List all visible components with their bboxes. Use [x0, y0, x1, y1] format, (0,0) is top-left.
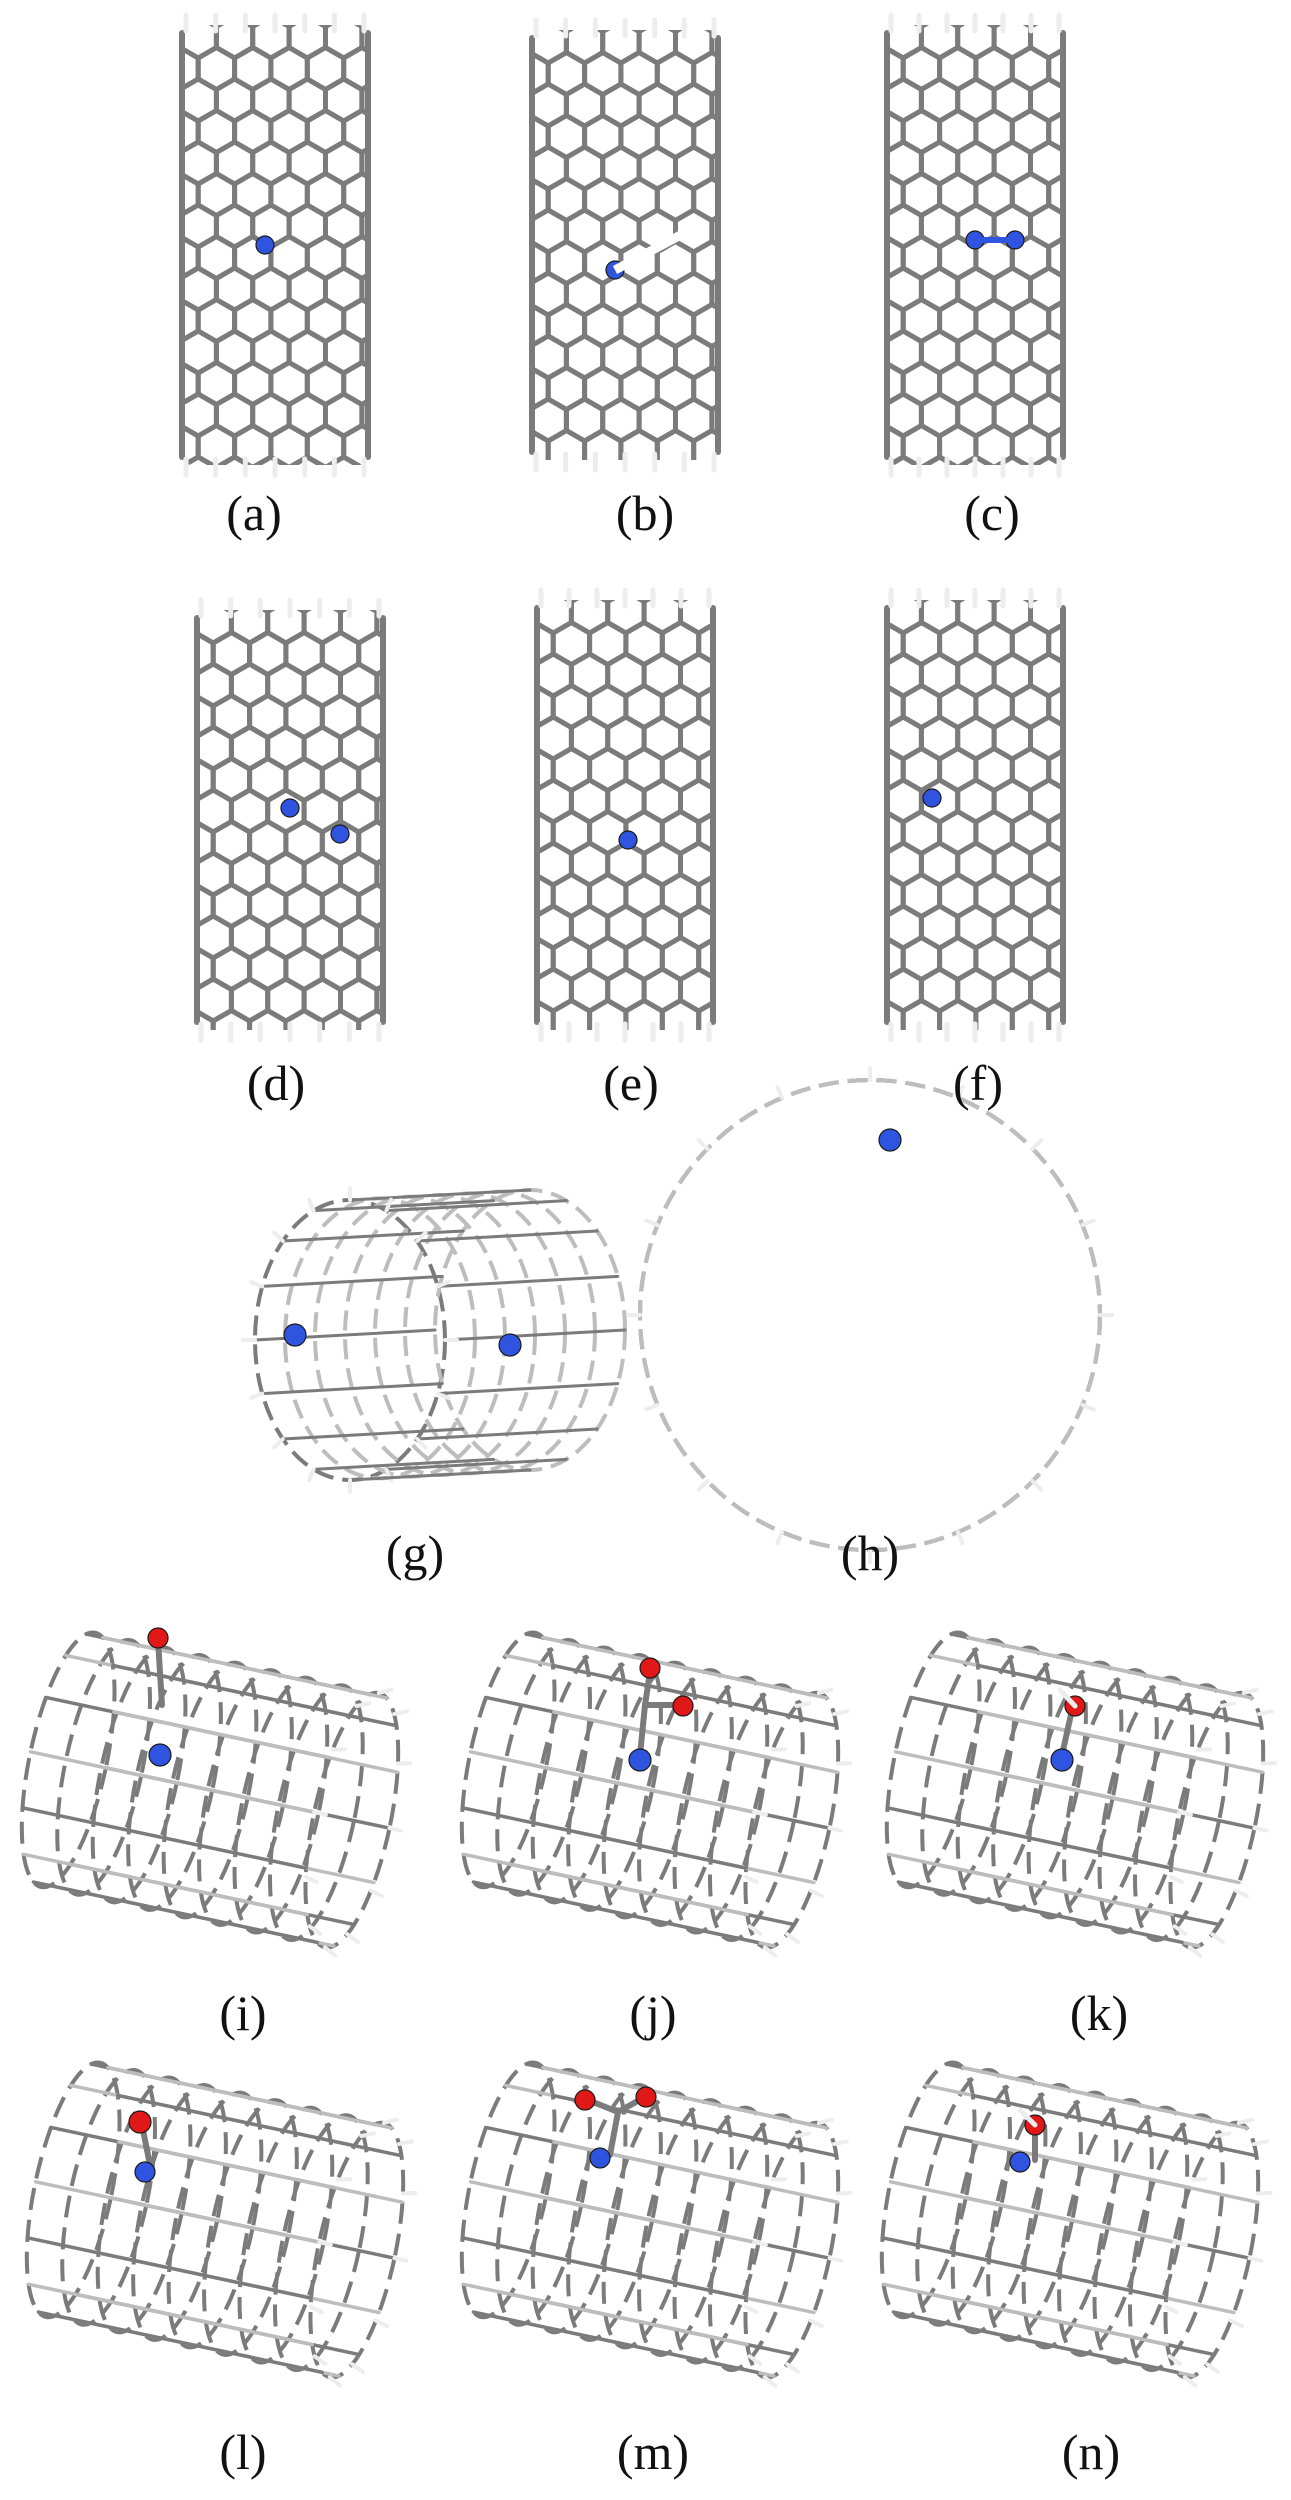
- panel-label-e: (e): [603, 1055, 659, 1111]
- nitrogen-atom: [922, 788, 942, 808]
- nanotube-h: [626, 1066, 1114, 1564]
- panel-label-k: (k): [1069, 1985, 1129, 2041]
- nanotube-c: [884, 12, 1066, 478]
- panel-label-a: (a): [226, 485, 282, 541]
- nanotube-l: [24, 2060, 418, 2388]
- panel-label-d: (d): [246, 1055, 306, 1111]
- nanotube-l-functional-group: [128, 2110, 156, 2183]
- nitrogen-atom: [330, 824, 350, 844]
- panel-label-f: (f): [953, 1055, 1003, 1111]
- nitrogen-atom: [589, 2147, 611, 2169]
- nitrogen-atom: [255, 235, 275, 255]
- nanotube-e: [534, 587, 716, 1043]
- nitrogen-atom: [618, 830, 638, 850]
- nanotube-f: [884, 587, 1066, 1043]
- panel-label-j: (j): [629, 1985, 677, 2041]
- nitrogen-atom: [878, 1128, 902, 1152]
- nanotube-b: [529, 17, 721, 473]
- nitrogen-atom: [1009, 2151, 1031, 2173]
- panel-label-h: (h): [840, 1525, 900, 1581]
- oxygen-atom: [574, 2089, 596, 2111]
- nanotube-i: [19, 1630, 413, 1958]
- oxygen-atom: [635, 2086, 657, 2108]
- nanotube-k: [884, 1630, 1278, 1958]
- nitrogen-atom: [134, 2161, 156, 2183]
- nitrogen-atom: [283, 1323, 307, 1347]
- panel-label-c: (c): [964, 485, 1020, 541]
- panel-label-g: (g): [385, 1525, 445, 1581]
- nanotube-d: [194, 597, 386, 1043]
- oxygen-atom: [128, 2110, 152, 2134]
- nanotube-a: [179, 12, 371, 478]
- panel-label-l: (l): [219, 2424, 267, 2480]
- nitrogen-atom: [280, 798, 300, 818]
- nanotube-k-functional-group: [1050, 1687, 1086, 1772]
- nanotube-j: [459, 1630, 853, 1958]
- nanotube-m-functional-group: [574, 2086, 657, 2169]
- nanotube-j-functional-group: [628, 1657, 694, 1772]
- nanotube-h-dopants: [878, 1128, 902, 1152]
- nitrogen-atom: [1050, 1748, 1074, 1772]
- panel-label-i: (i): [219, 1985, 267, 2041]
- nanotube-n: [879, 2060, 1273, 2388]
- oxygen-atom: [147, 1627, 169, 1649]
- oxygen-atom: [639, 1657, 661, 1679]
- panel-label-n: (n): [1061, 2424, 1121, 2480]
- panel-label-m: (m): [616, 2424, 690, 2480]
- nitrogen-atom: [148, 1743, 172, 1767]
- nanotube-g-dopants: [283, 1323, 522, 1357]
- nitrogen-atom: [628, 1748, 652, 1772]
- nanotube-i-functional-group: [147, 1627, 172, 1767]
- nanotube-n-functional-group: [1009, 2107, 1046, 2173]
- nanotube-structures: [19, 12, 1278, 2388]
- nitrogen-atom: [498, 1333, 522, 1357]
- panel-label-b: (b): [615, 485, 675, 541]
- oxygen-atom: [672, 1695, 694, 1717]
